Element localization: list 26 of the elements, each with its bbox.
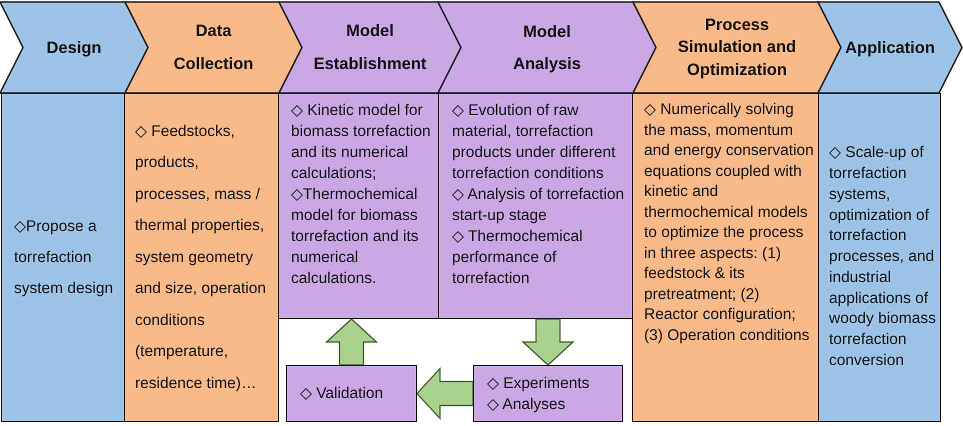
stage-header: [279, 2, 461, 93]
bullet-text: ◇ Scale-up of torrefaction systems, optimization of torrefaction processes, and industrial applications of woody biomass torrefaction conversion: [829, 143, 937, 372]
bullet-text: ◇ Validation: [300, 384, 384, 404]
process-box: [286, 365, 417, 422]
bullet-text: ◇ Analyses: [487, 394, 566, 414]
stage-title: Data Collection: [172, 20, 254, 74]
bullet-text: ◇ Thermochemical performance of torrefaction: [452, 227, 584, 289]
block-arrow: [324, 318, 378, 366]
stage-title: Process Simulation and Optimization: [676, 14, 798, 81]
bullet-text: ◇ Evolution of raw material, torrefaction products under different torrefaction conditions: [452, 101, 616, 184]
bullet-text: ◇Propose a torrefaction system design: [14, 217, 114, 299]
bullet-text: ◇ Numerically solving the mass, momentum and energy conservation equations coupled with kinetic and thermochemical models to optimize the process in three aspects: (1) feedstock & its pretreatment; (2) Reactor configuration; (3) Operation conditions: [644, 100, 815, 346]
stage-header: [0, 2, 148, 93]
stage-header: [818, 2, 962, 93]
process-box: [473, 365, 623, 422]
bullet-text: ◇ Feedstocks, products, processes, mass / thermal properties, system geometry and size, operation conditions (temperature, residence time)…: [135, 122, 267, 394]
stage-title: Design: [46, 38, 102, 58]
bullet-text: ◇Thermochemical model for biomass torrefaction and its numerical calculations.: [291, 185, 420, 289]
stage-title: Application: [845, 38, 935, 58]
stage-header: [125, 2, 302, 93]
stage-title: Model Establishment: [312, 20, 428, 74]
bullet-text: ◇ Experiments: [487, 374, 590, 394]
block-arrow: [521, 318, 575, 366]
bullet-text: ◇ Analysis of torrefaction start-up stage: [452, 185, 626, 226]
bullet-text: ◇ Kinetic model for biomass torrefaction and its numerical calculations;: [291, 101, 432, 184]
block-arrow: [416, 366, 474, 420]
